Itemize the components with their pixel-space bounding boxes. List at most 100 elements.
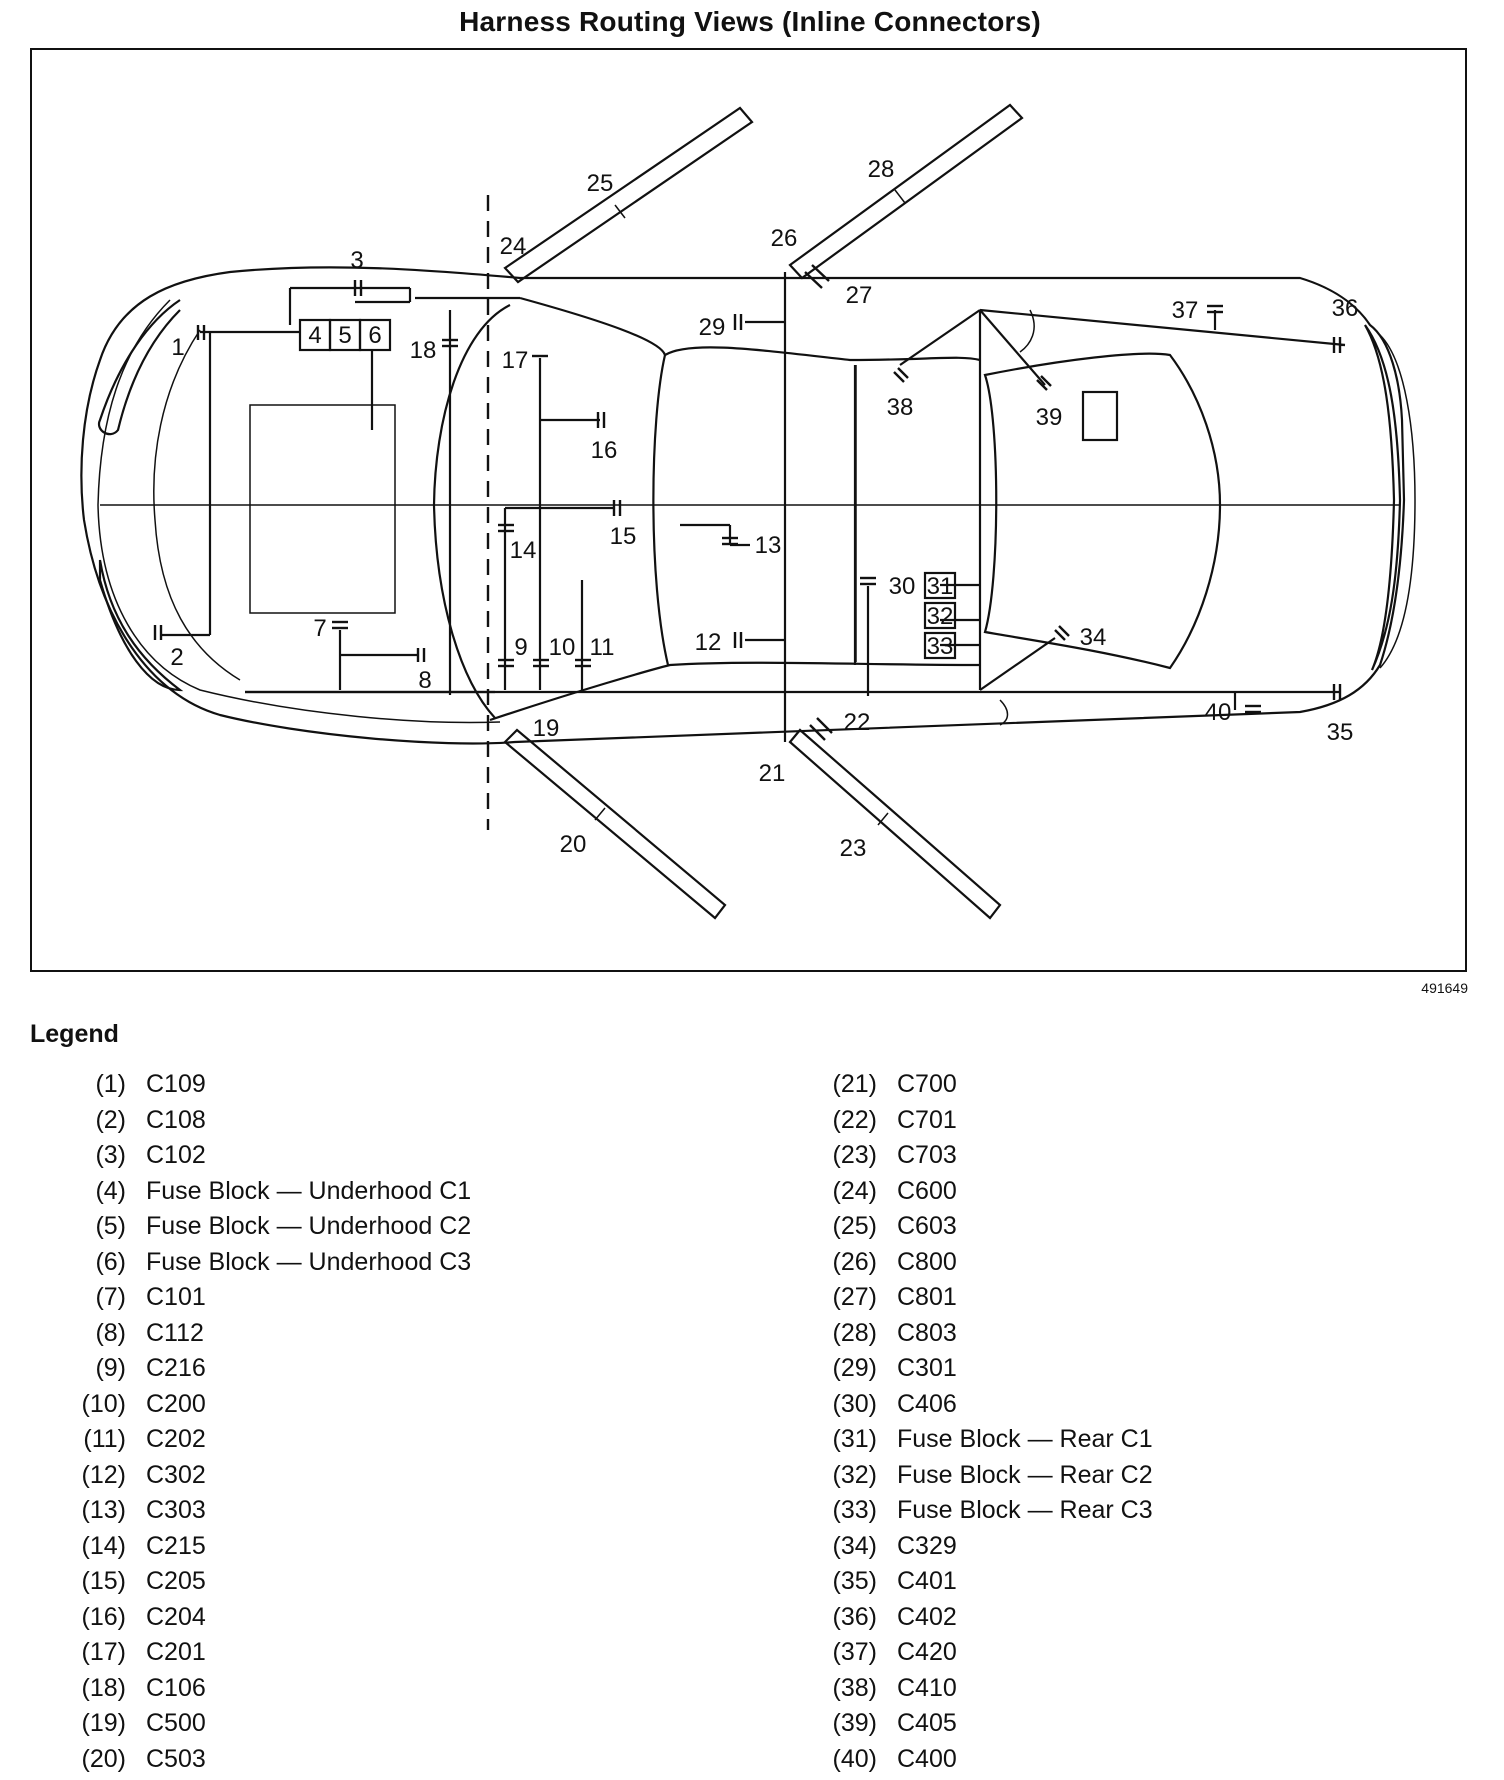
legend-item-label: C600: [897, 1176, 957, 1205]
legend-item: (18)C106: [70, 1671, 471, 1707]
legend-item-number: (10): [81, 1389, 126, 1418]
legend-item: (14)C215: [70, 1529, 471, 1565]
callout-31: 31: [927, 573, 954, 600]
callout-6: 6: [368, 322, 381, 349]
callout-29: 29: [699, 314, 726, 341]
legend-item-label: C109: [146, 1070, 206, 1098]
legend-item-label: C603: [897, 1212, 957, 1240]
legend-item-number: (4): [95, 1176, 126, 1205]
legend-item-number: (26): [832, 1247, 877, 1276]
legend-item-label: C205: [146, 1567, 206, 1595]
legend-title: Legend: [30, 1020, 119, 1048]
legend-item-label: C329: [897, 1531, 957, 1560]
callout-22: 22: [844, 709, 871, 736]
legend-item-number: (31): [832, 1425, 877, 1453]
legend-item: (39)C405: [821, 1706, 1153, 1742]
legend-item: (34) C329: [821, 1529, 1153, 1565]
legend-item-label: C303: [146, 1496, 206, 1524]
legend-item-number: (12): [81, 1460, 126, 1489]
legend-item-label: C301: [897, 1354, 957, 1382]
legend-item: (32) Fuse Block — Rear C2: [821, 1458, 1153, 1494]
legend-item: (19)C500: [70, 1706, 471, 1742]
legend-item-number: (23): [832, 1141, 877, 1169]
callout-36: 36: [1332, 295, 1359, 322]
legend-item-label: C405: [897, 1709, 957, 1737]
legend-item-number: (2): [95, 1105, 126, 1134]
door-harness-front-right: [503, 728, 727, 920]
callout-39: 39: [1036, 404, 1063, 431]
legend-item: (25) C603: [821, 1209, 1153, 1245]
legend-item-number: (25): [832, 1212, 877, 1240]
legend-item-number: (8): [95, 1318, 126, 1347]
callout-1: 1: [171, 334, 184, 361]
callout-9: 9: [514, 634, 527, 661]
legend-item-number: (34): [832, 1531, 877, 1560]
legend-item-label: Fuse Block — Underhood C1: [146, 1176, 472, 1205]
callout-15: 15: [610, 523, 637, 550]
legend-item: (31)Fuse Block — Rear C1: [821, 1422, 1153, 1458]
legend-item-label: C701: [897, 1105, 957, 1134]
callout-24: 24: [500, 233, 527, 260]
legend-item-number: (14): [81, 1531, 126, 1560]
callout-4: 4: [308, 322, 321, 349]
legend-item-number: (13): [81, 1496, 126, 1524]
legend-item-number: (20): [81, 1744, 126, 1773]
legend-item-number: (37): [832, 1638, 877, 1666]
legend-item-label: Fuse Block — Underhood C2: [146, 1212, 472, 1240]
legend-item-number: (1): [95, 1070, 126, 1098]
legend-item-number: (32): [832, 1460, 877, 1489]
callout-30: 30: [889, 573, 916, 600]
legend-item: (27)C801: [821, 1280, 1153, 1316]
legend-item-number: (33): [832, 1496, 877, 1524]
legend-item: (26)C800: [821, 1245, 1153, 1281]
diagram-frame: [30, 48, 1467, 972]
legend-item: (30)C406: [821, 1387, 1153, 1423]
legend-item-label: C108: [146, 1105, 206, 1134]
callout-19: 19: [533, 715, 560, 742]
legend-item-number: (21): [832, 1070, 877, 1098]
legend-item-number: (22): [832, 1105, 877, 1134]
callout-13: 13: [755, 532, 782, 559]
legend-item: (36)C402: [821, 1600, 1153, 1636]
legend-item-number: (5): [95, 1212, 126, 1240]
callout-14: 14: [510, 537, 537, 564]
car-body-outline: [80, 266, 1416, 745]
door-harness-front-left: [503, 106, 754, 284]
legend-item-label: Fuse Block — Rear C2: [897, 1460, 1153, 1489]
legend-item-number: (27): [832, 1283, 877, 1311]
legend-item: (40)C400: [821, 1742, 1153, 1778]
legend-item-number: (18): [81, 1673, 126, 1702]
legend-item: (20)C503: [70, 1742, 471, 1778]
legend-item-label: C410: [897, 1673, 957, 1702]
legend-item-label: C202: [146, 1425, 206, 1453]
callout-7: 7: [313, 615, 326, 642]
legend-item-number: (7): [95, 1283, 126, 1311]
legend-item-number: (6): [95, 1247, 126, 1276]
legend-item-number: (28): [832, 1318, 877, 1347]
legend-item-number: (30): [832, 1389, 877, 1418]
legend-item: (29)C301: [821, 1351, 1153, 1387]
legend-item: (16)C204: [70, 1600, 471, 1636]
callout-40: 40: [1205, 699, 1232, 726]
legend-item: (37) C420: [821, 1635, 1153, 1671]
legend-item-number: (36): [832, 1602, 877, 1631]
legend-item-label: C200: [146, 1389, 206, 1418]
callout-5: 5: [338, 322, 351, 349]
legend-item-label: C420: [897, 1638, 957, 1666]
legend-item-label: C102: [146, 1141, 206, 1169]
harness-routing-diagram: 1 2 3 4 5 6 7 8 9 10 11 12 13 14 15 16 1…: [80, 103, 1416, 920]
legend-item-number: (35): [832, 1567, 877, 1595]
legend-item: (28)C803: [821, 1316, 1153, 1352]
callout-2: 2: [170, 644, 183, 671]
callout-16: 16: [591, 437, 618, 464]
legend-item-number: (17): [81, 1638, 126, 1666]
legend-item: (9)C216: [70, 1351, 471, 1387]
callout-labels: 1 2 3 4 5 6 7 8 9 10 11 12 13 14 15 16 1…: [170, 156, 1358, 862]
legend-item-label: C204: [146, 1602, 206, 1631]
legend-item-label: C700: [897, 1070, 957, 1098]
legend-item: (21) C700: [821, 1067, 1153, 1103]
fuse-block-rear: [923, 571, 957, 660]
legend-item-label: Fuse Block — Underhood C3: [146, 1247, 472, 1276]
callout-8: 8: [418, 667, 431, 694]
legend-item: (6) Fuse Block — Underhood C3: [70, 1245, 471, 1281]
